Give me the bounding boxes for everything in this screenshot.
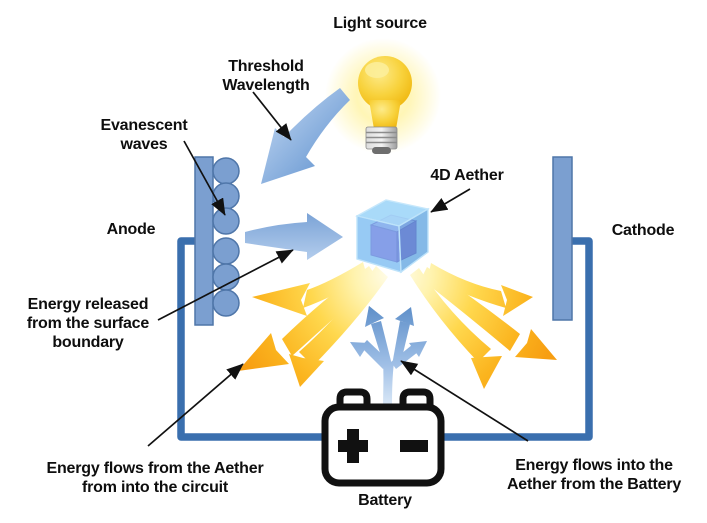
evanescent-wave-circles [212, 157, 240, 317]
battery-energy-branch-arrow [350, 306, 427, 410]
annotation-arrows [147, 91, 529, 447]
plus-sign [338, 429, 368, 463]
energy-released-pointer-line [157, 249, 294, 321]
energy-outflow-arrows [238, 262, 557, 389]
evanescent-pointer-line [183, 140, 226, 216]
label-anode: Anode [106, 221, 156, 238]
label-battery: Battery [358, 492, 412, 509]
battery-icon [321, 388, 445, 487]
battery-terminal-positive [336, 388, 371, 407]
threshold-pointer-line [252, 91, 292, 141]
threshold-wavelength-arrow [261, 88, 350, 184]
label-energy-into-aether: Energy flows into the Aether from the Ba… [506, 457, 682, 493]
anode-electrode [194, 156, 214, 326]
light-bulb-icon [358, 56, 412, 154]
cathode-electrode [552, 156, 573, 321]
label-4d-aether: 4D Aether [430, 167, 504, 184]
energy-into-pointer-line [400, 360, 529, 442]
label-cathode: Cathode [611, 222, 675, 239]
label-energy-from-aether: Energy flows from the Aether from into t… [46, 460, 264, 496]
label-threshold-wavelength: Threshold Wavelength [222, 58, 310, 94]
aether-cube [355, 199, 430, 274]
minus-sign [400, 440, 428, 452]
aether-pointer-line [430, 188, 471, 213]
label-evanescent-waves: Evanescent waves [100, 117, 188, 153]
label-energy-released: Energy released from the surface boundar… [26, 296, 150, 351]
label-light-source: Light source [333, 15, 427, 32]
battery-terminal-negative [399, 388, 434, 407]
surface-energy-arrow [245, 213, 343, 260]
energy-from-pointer-line [147, 363, 244, 447]
